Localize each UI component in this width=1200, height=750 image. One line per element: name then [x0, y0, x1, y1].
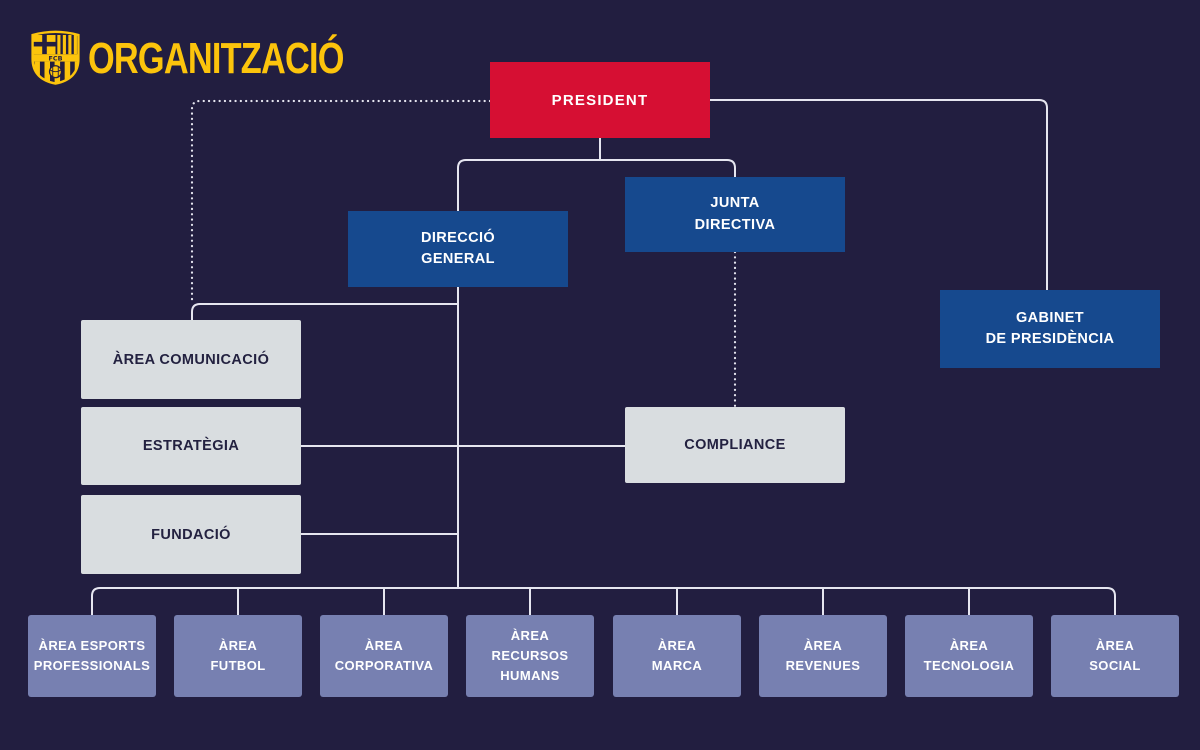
area-recursos-humans-box: ÀREA RECURSOS HUMANS — [466, 615, 594, 697]
edge-direccio-comunicacio — [191, 303, 458, 320]
svg-text:FCB: FCB — [49, 54, 63, 62]
fundacio-box: FUNDACIÓ — [81, 495, 301, 574]
area-corporativa-box: ÀREA CORPORATIVA — [320, 615, 448, 697]
area-revenues-box: ÀREA REVENUES — [759, 615, 887, 697]
area-comunicacio-box: ÀREA COMUNICACIÓ — [81, 320, 301, 399]
area-futbol-box: ÀREA FUTBOL — [174, 615, 302, 697]
area-social-box: ÀREA SOCIAL — [1051, 615, 1179, 697]
area-tecnologia-box: ÀREA TECNOLOGIA — [905, 615, 1033, 697]
edge-areas-bus — [91, 587, 1116, 615]
junta-directiva-box: JUNTA DIRECTIVA — [625, 177, 845, 252]
area-marca-box: ÀREA MARCA — [613, 615, 741, 697]
gabinet-presidencia-box: GABINET DE PRESIDÈNCIA — [940, 290, 1160, 368]
area-esports-professionals-box: ÀREA ESPORTS PROFESSIONALS — [28, 615, 156, 697]
president-box: PRESIDENT — [490, 62, 710, 138]
direccio-general-box: DIRECCIÓ GENERAL — [348, 211, 568, 287]
page-title: ORGANITZACIÓ — [88, 34, 344, 83]
fc-barcelona-crest-icon: FCB — [31, 30, 80, 85]
estrategia-box: ESTRATÈGIA — [81, 407, 301, 485]
compliance-box: COMPLIANCE — [625, 407, 845, 483]
